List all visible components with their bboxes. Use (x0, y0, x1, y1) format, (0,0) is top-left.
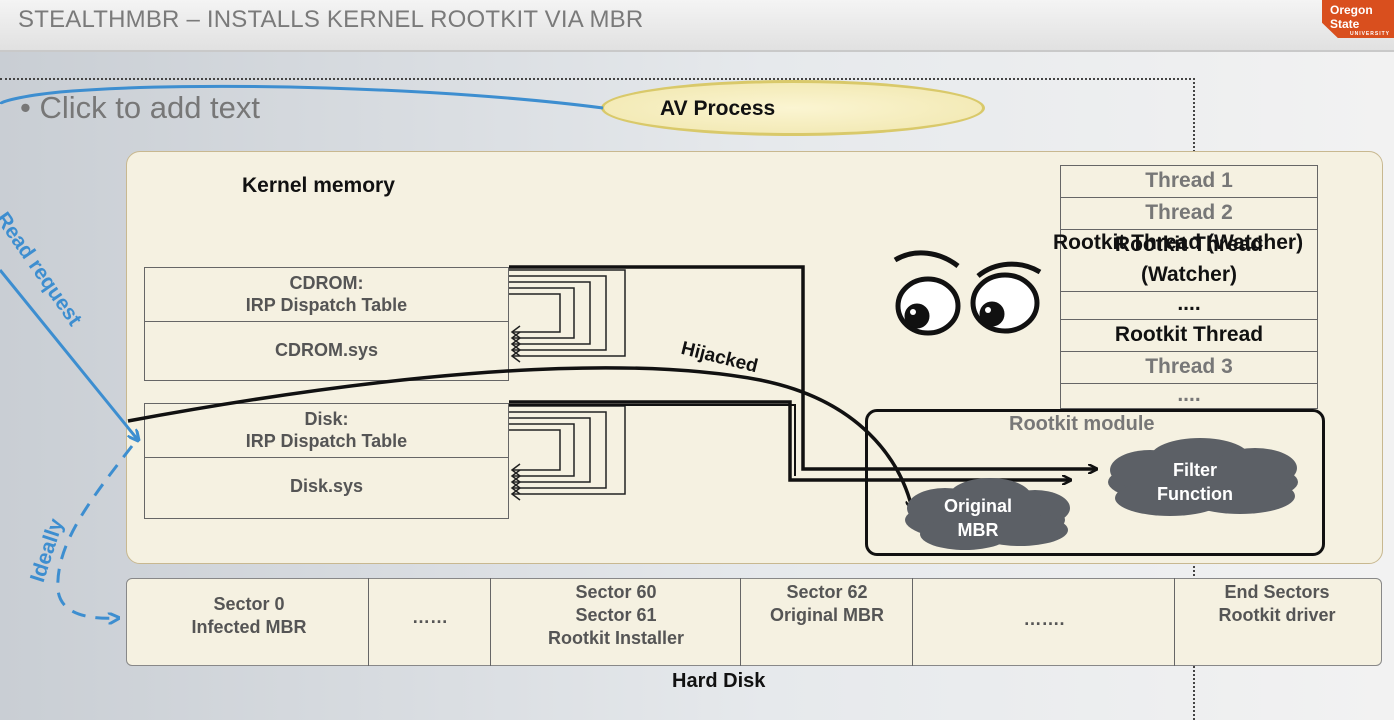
bullet-placeholder[interactable]: • Click to add text (20, 90, 261, 125)
disk-dispatch-table: Disk: IRP Dispatch Table (145, 404, 508, 458)
cdrom-to-filter-route (509, 265, 1096, 469)
original-mbr-cloud (905, 478, 1070, 550)
kernel-memory-label: Kernel memory (242, 174, 395, 197)
rootkit-thread: Rootkit Thread (1060, 319, 1318, 351)
hard-disk-box (126, 578, 1382, 666)
disk-table-line1: Disk: (304, 409, 349, 429)
thread-2: Thread 2 (1060, 197, 1318, 229)
filter-function-cloud (1108, 438, 1298, 516)
disk-table-line2: IRP Dispatch Table (245, 431, 408, 451)
sector-end-line2: Rootkit driver (1218, 605, 1336, 625)
disk-dispatch-box: Disk: IRP Dispatch Table Disk.sys (144, 403, 509, 519)
rootkit-module-box (865, 409, 1325, 556)
university-logo: Oregon State UNIVERSITY (1322, 0, 1394, 38)
original-mbr-line1: Original (943, 496, 1012, 516)
filter-function-label: Filter Function (1140, 458, 1250, 506)
rootkit-module-label: Rootkit module (1009, 413, 1155, 435)
sector-60-61: Sector 60 Sector 61 Rootkit Installer (492, 578, 740, 666)
cdrom-table-line2: IRP Dispatch Table (245, 295, 408, 315)
sector-60-line1: Sector 60 (575, 582, 657, 602)
thread-ellipsis-1: .... (1060, 291, 1318, 319)
ideal-path-arrow (56, 445, 134, 618)
sector-62-line2: Original MBR (769, 605, 884, 625)
sector-0: Sector 0 Infected MBR (130, 578, 368, 666)
sector-divider (490, 578, 491, 666)
cdrom-sys-label: CDROM.sys (274, 340, 379, 360)
thread-3: Thread 3 (1060, 351, 1318, 383)
watcher-line2: (Watcher) (1140, 263, 1238, 286)
hijack-arrow (127, 366, 912, 508)
sector-60-line3: Rootkit Installer (547, 628, 685, 648)
av-process-label: AV Process (660, 97, 776, 120)
filter-line1: Filter (1172, 460, 1217, 480)
logo-subtext: UNIVERSITY (1349, 31, 1390, 37)
read-request-arrow (0, 84, 604, 110)
cdrom-dispatch-box: CDROM: IRP Dispatch Table CDROM.sys (144, 267, 509, 381)
sector-ellipsis-b: ……. (1023, 609, 1065, 629)
watching-eyes-icon (893, 250, 1042, 336)
slide-header: STEALTHMBR – INSTALLS KERNEL ROOTKIT VIA… (0, 0, 1394, 52)
slide-title: STEALTHMBR – INSTALLS KERNEL ROOTKIT VIA… (18, 6, 644, 33)
original-mbr-line2: MBR (957, 520, 999, 540)
hard-disk-label: Hard Disk (672, 670, 766, 692)
sector-0-line1: Sector 0 (213, 594, 285, 614)
filter-line2: Function (1157, 484, 1233, 504)
sector-62: Sector 62 Original MBR (742, 578, 912, 666)
sector-end: End Sectors Rootkit driver (1176, 578, 1378, 666)
rootkit-watcher-thread: Rootkit Thread (Watcher) (1060, 229, 1318, 291)
logo-text: Oregon State (1330, 3, 1373, 31)
thread-ellipsis-2: .... (1060, 383, 1318, 409)
sector-divider (912, 578, 913, 666)
sector-divider (740, 578, 741, 666)
sector-end-line1: End Sectors (1224, 582, 1330, 602)
cdrom-table-line1: CDROM: (289, 273, 364, 293)
watcher-overlay-text: Rootkit Thread (Watcher) (1053, 231, 1304, 254)
sector-divider (368, 578, 369, 666)
read-request-arrow-lower (0, 269, 138, 440)
sector-divider (1174, 578, 1175, 666)
thread-list: Thread 1 Thread 2 Rootkit Thread (Watche… (1060, 165, 1318, 409)
av-process-ellipse (601, 80, 985, 136)
cdrom-dispatch-table: CDROM: IRP Dispatch Table (145, 268, 508, 322)
cdrom-dispatch-arrows (509, 269, 626, 363)
disk-sys-label: Disk.sys (289, 476, 364, 496)
thread-1: Thread 1 (1060, 165, 1318, 197)
sector-0-line2: Infected MBR (191, 617, 307, 637)
sector-62-line1: Sector 62 (786, 582, 868, 602)
diagram-connectors (0, 84, 1298, 704)
watcher-line1: Rootkit Thread (1114, 233, 1264, 256)
disk-to-filter-route (509, 400, 1070, 480)
sector-ellipsis-a: …… (412, 607, 448, 627)
sector-60-line2: Sector 61 (575, 605, 657, 625)
original-mbr-label: Original MBR (928, 494, 1028, 542)
disk-dispatch-arrows (509, 405, 626, 501)
